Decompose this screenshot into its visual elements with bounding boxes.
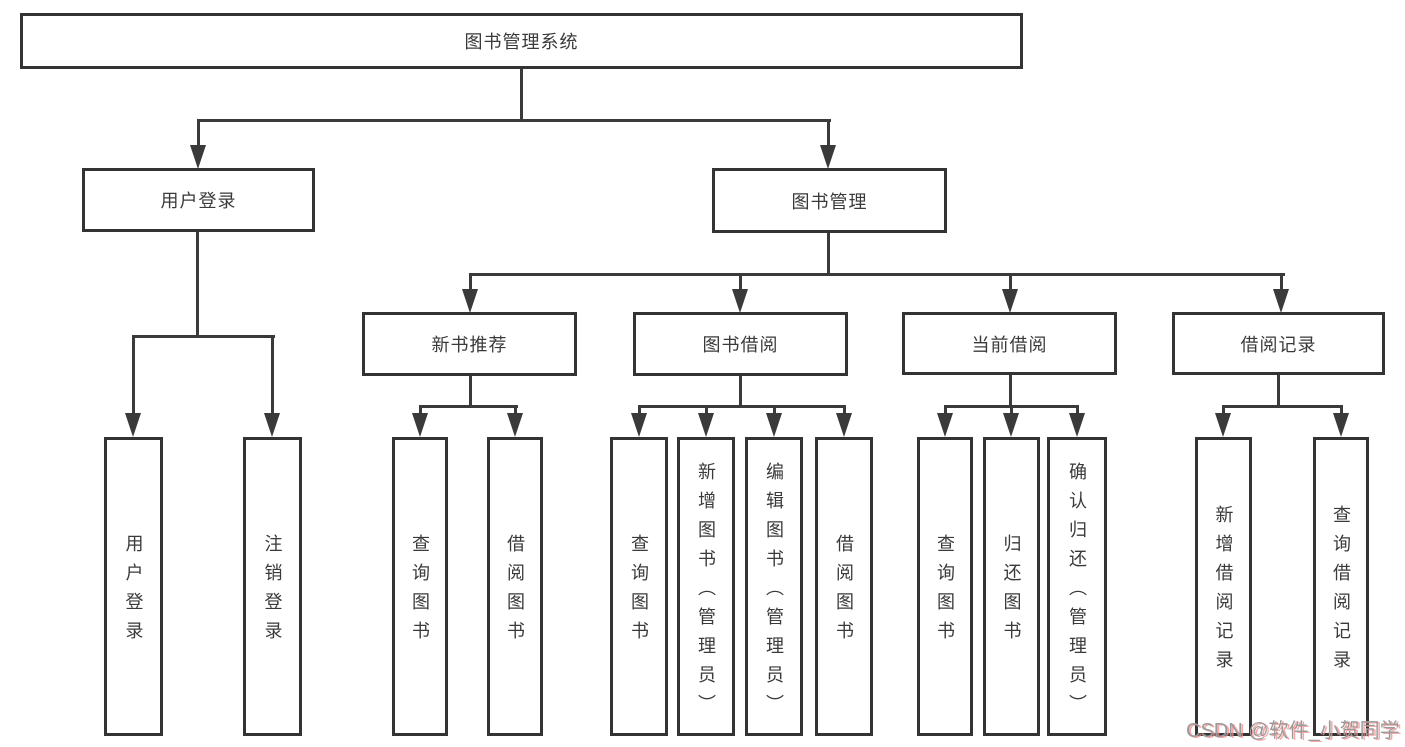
- connector-line: [520, 69, 523, 121]
- leaf-records-query-borrow-record: 查询借阅记录: [1313, 437, 1369, 736]
- node-label: 查询借阅记录: [1331, 505, 1351, 679]
- leaf-records-add-borrow-record: 新增借阅记录: [1195, 437, 1252, 736]
- node-label: 图书管理系统: [464, 32, 579, 52]
- node-new-book-recommend: 新书推荐: [362, 312, 577, 376]
- node-root-library-system: 图书管理系统: [20, 13, 1023, 69]
- arrowhead-icon: [766, 413, 782, 437]
- arrowhead-icon: [264, 413, 280, 437]
- connector-line: [469, 376, 472, 407]
- arrowhead-icon: [1002, 289, 1018, 313]
- node-label: 用户登录: [160, 191, 237, 211]
- node-user-login: 用户登录: [82, 168, 315, 232]
- node-label: 新增图书（管理员）: [696, 461, 716, 723]
- arrowhead-icon: [1069, 413, 1085, 437]
- node-label: 图书管理: [791, 191, 868, 212]
- connector-line: [843, 405, 846, 417]
- arrowhead-icon: [820, 145, 836, 169]
- leaf-borrow-query-books: 查询图书: [610, 437, 668, 736]
- node-label: 借阅图书: [505, 534, 525, 650]
- connector-line: [132, 335, 135, 415]
- arrowhead-icon: [1273, 289, 1289, 313]
- connector-line: [1076, 405, 1079, 417]
- connector-line: [1010, 405, 1013, 417]
- connector-line: [1009, 375, 1012, 407]
- node-label: 归还图书: [1001, 534, 1022, 650]
- connector-line: [1222, 405, 1225, 417]
- leaf-current-confirm-return-admin: 确认归还（管理员）: [1047, 437, 1107, 736]
- leaf-borrow-borrow-books: 借阅图书: [815, 437, 873, 736]
- arrowhead-icon: [1333, 413, 1349, 437]
- connector-line: [773, 405, 776, 417]
- arrowhead-icon: [698, 413, 714, 437]
- connector-line: [827, 233, 830, 276]
- node-label: 编辑图书（管理员）: [764, 461, 784, 723]
- arrowhead-icon: [125, 413, 141, 437]
- node-label: 查询图书: [410, 534, 430, 650]
- node-label: 借阅记录: [1240, 334, 1317, 355]
- leaf-borrow-edit-books-admin: 编辑图书（管理员）: [745, 437, 803, 736]
- node-label: 注销登录: [262, 534, 283, 650]
- connector-line: [827, 119, 830, 148]
- node-label: 新增借阅记录: [1213, 505, 1234, 679]
- arrowhead-icon: [631, 413, 647, 437]
- node-label: 查询图书: [935, 534, 955, 650]
- leaf-newbook-query-books: 查询图书: [392, 437, 448, 736]
- node-book-borrow: 图书借阅: [633, 312, 848, 376]
- connector-line: [739, 273, 742, 291]
- leaf-logout: 注销登录: [243, 437, 302, 736]
- connector-line: [705, 405, 708, 417]
- node-label: 图书借阅: [702, 335, 779, 355]
- node-label: 借阅图书: [834, 534, 854, 650]
- node-label: 用户登录: [123, 534, 144, 650]
- arrowhead-icon: [190, 145, 206, 169]
- leaf-current-return-books: 归还图书: [983, 437, 1040, 736]
- node-label: 确认归还（管理员）: [1067, 461, 1087, 723]
- connector-line: [196, 232, 199, 338]
- connector-line: [638, 405, 846, 408]
- connector-line: [514, 405, 517, 417]
- connector-line: [469, 273, 472, 291]
- node-book-management: 图书管理: [712, 168, 947, 233]
- connector-line: [638, 405, 641, 417]
- arrowhead-icon: [732, 289, 748, 313]
- connector-line: [1222, 405, 1343, 408]
- connector-line: [944, 405, 947, 417]
- leaf-user-login: 用户登录: [104, 437, 163, 736]
- arrowhead-icon: [412, 413, 428, 437]
- connector-line: [271, 335, 274, 415]
- connector-line: [419, 405, 518, 408]
- connector-line: [1280, 273, 1283, 291]
- node-label: 查询图书: [629, 534, 649, 650]
- arrowhead-icon: [1003, 413, 1019, 437]
- connector-line: [469, 273, 1285, 276]
- arrowhead-icon: [1215, 413, 1231, 437]
- connector-line: [197, 119, 831, 122]
- connector-line: [419, 405, 422, 417]
- arrowhead-icon: [507, 413, 523, 437]
- connector-line: [1009, 273, 1012, 291]
- node-current-borrow: 当前借阅: [902, 312, 1117, 375]
- connector-line: [132, 335, 275, 338]
- node-label: 当前借阅: [971, 334, 1048, 355]
- arrowhead-icon: [836, 413, 852, 437]
- arrowhead-icon: [937, 413, 953, 437]
- leaf-borrow-add-books-admin: 新增图书（管理员）: [677, 437, 735, 736]
- connector-line: [1277, 375, 1280, 407]
- csdn-watermark: CSDN @软件_小贺同学: [1186, 720, 1400, 742]
- arrowhead-icon: [462, 289, 478, 313]
- connector-line: [1340, 405, 1343, 417]
- connector-line: [739, 376, 742, 407]
- node-label: 新书推荐: [431, 335, 508, 355]
- node-borrow-records: 借阅记录: [1172, 312, 1385, 375]
- connector-line: [197, 119, 200, 148]
- leaf-newbook-borrow-books: 借阅图书: [487, 437, 543, 736]
- leaf-current-query-books: 查询图书: [917, 437, 973, 736]
